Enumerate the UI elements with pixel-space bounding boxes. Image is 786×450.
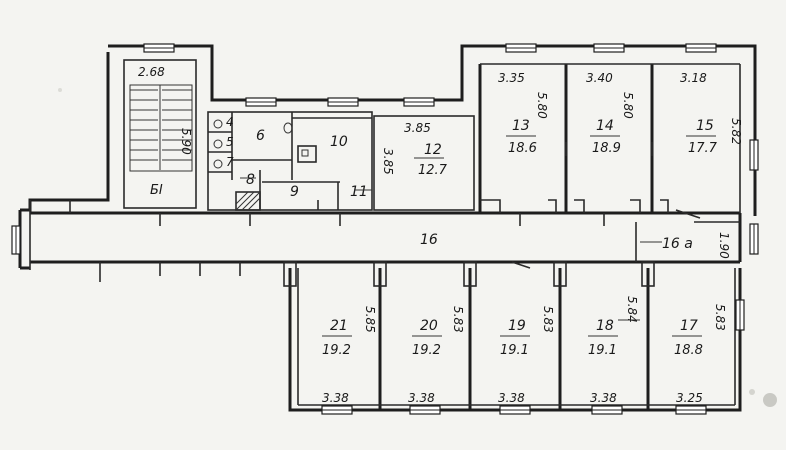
- windows: [11, 43, 759, 415]
- room-13-area: 18.6: [508, 141, 537, 156]
- room-15-dim-top: 3.18: [680, 71, 707, 85]
- wc-label-5: 5: [226, 135, 234, 149]
- corridor-stubs: [29, 200, 605, 282]
- room-20-area: 19.2: [412, 343, 441, 358]
- room-14-area: 18.9: [592, 141, 621, 156]
- leader-lines: [240, 177, 662, 321]
- room-18-label: 18: [596, 318, 614, 334]
- window: [505, 43, 537, 53]
- wc-label-7: 7: [226, 155, 234, 169]
- window: [11, 225, 21, 255]
- room-20-dim-bottom: 3.38: [408, 391, 435, 405]
- room-17-dim-side: 5.83: [713, 304, 727, 331]
- window: [593, 43, 625, 53]
- room-13-label: 13: [512, 118, 530, 134]
- paper-stains: [58, 88, 777, 407]
- room-19-dim-bottom: 3.38: [498, 391, 525, 405]
- room-15-dim-side: 5.82: [729, 118, 743, 145]
- window: [685, 43, 717, 53]
- room-18-area: 19.1: [588, 343, 617, 358]
- room-20-dim-side: 5.83: [451, 306, 465, 333]
- room-15-area: 17.7: [688, 141, 718, 156]
- door-marks: [511, 142, 701, 269]
- room-11-label: 11: [350, 184, 368, 200]
- room-21-label: 21: [330, 318, 348, 334]
- room-19-label: 19: [508, 318, 526, 334]
- room-18-dim-bottom: 3.38: [590, 391, 617, 405]
- window: [591, 405, 623, 415]
- room-6-label: 6: [256, 128, 265, 144]
- stair-block: [123, 59, 197, 209]
- room-11-dim-side: 3.85: [381, 148, 395, 175]
- room-21-dim-side: 5.85: [363, 306, 377, 333]
- room-17-label: 17: [680, 318, 698, 334]
- room-8-label: 8: [246, 172, 255, 188]
- room-17-area: 18.8: [674, 343, 703, 358]
- room-12-walls: [373, 115, 475, 211]
- window: [675, 405, 707, 415]
- room-14-label: 14: [596, 118, 614, 134]
- room-19-area: 19.1: [500, 343, 529, 358]
- room-19-dim-side: 5.83: [541, 306, 555, 333]
- room-10-label: 10: [330, 134, 348, 150]
- wc-label-4: 4: [226, 115, 234, 129]
- window: [143, 43, 175, 53]
- south-rooms-walls: [283, 261, 736, 410]
- room-14-dim-top: 3.40: [586, 71, 613, 85]
- window: [321, 405, 353, 415]
- room-16a-label: 16 a: [662, 236, 693, 252]
- room-12-dim-top: 3.85: [404, 121, 431, 135]
- room-17-dim-bottom: 3.25: [676, 391, 703, 405]
- stair-dim-side: 5.90: [179, 128, 193, 155]
- window: [749, 223, 759, 255]
- room-20-label: 20: [420, 318, 438, 334]
- stair-dim-top: 2.68: [138, 65, 165, 79]
- window: [749, 139, 759, 171]
- window: [499, 405, 531, 415]
- room-21-area: 19.2: [322, 343, 351, 358]
- room-15-label: 15: [696, 118, 714, 134]
- room-13-dim-side: 5.80: [535, 92, 549, 119]
- window: [403, 97, 435, 107]
- room-12-label: 12: [424, 142, 442, 158]
- utility-block: [207, 111, 373, 211]
- window: [409, 405, 441, 415]
- room-18-dim-side: 5.84: [625, 296, 639, 323]
- north-rooms-walls: [478, 63, 741, 262]
- room-14-dim-side: 5.80: [621, 92, 635, 119]
- room-21-dim-bottom: 3.38: [322, 391, 349, 405]
- stair-label: БI: [150, 183, 163, 198]
- window: [327, 97, 359, 107]
- room-16a-dim-side: 1.90: [717, 232, 731, 259]
- corridor-16-label: 16: [420, 232, 438, 248]
- room-9-label: 9: [290, 184, 299, 200]
- window: [735, 299, 745, 331]
- room-13-dim-top: 3.35: [498, 71, 525, 85]
- room-12-area: 12.7: [418, 163, 448, 178]
- window: [245, 97, 277, 107]
